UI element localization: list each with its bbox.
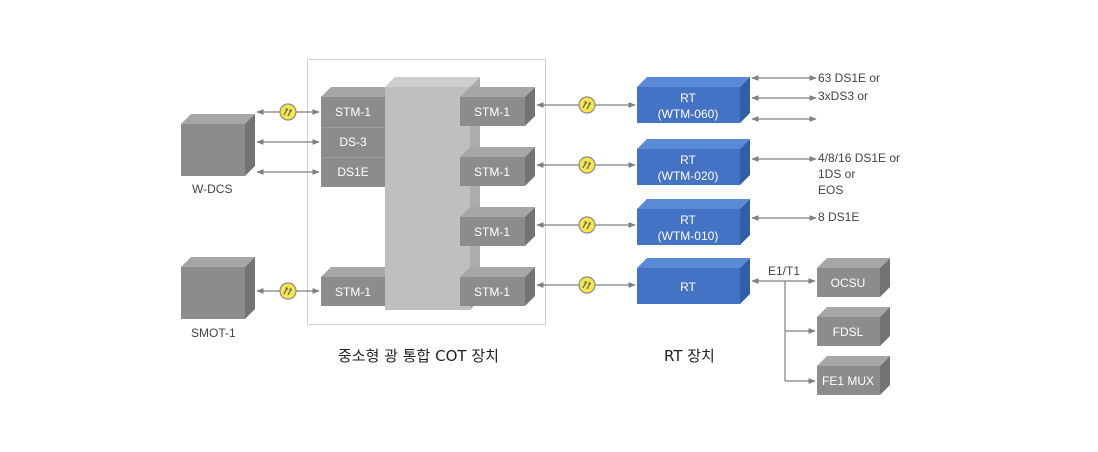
rt-unit-4-front — [637, 268, 740, 304]
wtm020-output-3: EOS — [818, 183, 844, 197]
rt-unit-3-side — [740, 199, 750, 245]
rt-unit-1-front — [637, 87, 740, 123]
cot-caption: 중소형 광 통합 COT 장치 — [338, 347, 499, 365]
rt-unit-3-model: (WTM-010) — [658, 229, 719, 243]
cot-left-port-4-top — [321, 267, 385, 277]
smot-1-device-side — [245, 257, 255, 319]
cot-right-port-2 — [460, 147, 535, 186]
wtm020-output-1: 4/8/16 DS1E or — [818, 151, 901, 165]
cot-right-port-2-top — [460, 147, 535, 157]
cot-core-side — [470, 77, 480, 310]
cot-right-port-4-front — [460, 277, 525, 306]
terminal-device-label-2: FDSL — [833, 325, 864, 339]
rt-caption: RT 장치 — [664, 347, 715, 365]
rt-unit-3 — [637, 199, 750, 245]
rt-unit-2-side — [740, 139, 750, 185]
cot-right-port-2-front — [460, 157, 525, 186]
cot-right-port-2-side — [525, 147, 535, 186]
cot-right-port-label-2: STM-1 — [474, 165, 510, 179]
cot-right-port-3 — [460, 207, 535, 246]
rt-unit-1-title: RT — [680, 91, 696, 105]
rt-unit-3-top — [637, 199, 750, 209]
optical-connector-icon — [279, 103, 297, 121]
cot-left-port-1 — [321, 97, 385, 127]
optical-connector-icon — [578, 216, 596, 234]
w-dcs-device — [181, 114, 255, 176]
cot-right-port-4-side — [525, 267, 535, 306]
cot-left-stack-top — [321, 87, 385, 97]
smot-1-device — [181, 257, 255, 319]
terminal-device-label-1: OCSU — [831, 276, 866, 290]
rt-unit-2-front — [637, 149, 740, 185]
e1t1-label: E1/T1 — [768, 264, 801, 278]
rt-unit-1 — [637, 77, 750, 123]
wtm060-output-1: 63 DS1E or — [818, 71, 881, 85]
optical-connector-icon — [578, 156, 596, 174]
rt-unit-1-top — [637, 77, 750, 87]
w-dcs-device-side — [245, 114, 255, 176]
rt-unit-4-title: RT — [680, 280, 696, 294]
cot-right-port-4 — [460, 267, 535, 306]
terminal-device-2 — [817, 307, 890, 346]
cot-left-port-label-3: DS1E — [337, 165, 368, 179]
cot-right-port-3-side — [525, 207, 535, 246]
wtm010-output: 8 DS1E — [818, 210, 860, 224]
terminal-device-3-top — [817, 356, 890, 366]
cot-left-port-3 — [321, 157, 385, 187]
cot-left-port-2 — [321, 127, 385, 157]
rt-unit-4 — [637, 258, 750, 304]
smot-1-label: SMOT-1 — [191, 326, 236, 340]
cot-core-top — [385, 77, 480, 87]
cot-core — [385, 77, 480, 310]
cot-right-port-1 — [460, 87, 535, 126]
terminal-device-1-front — [817, 268, 880, 297]
cot-right-port-1-top — [460, 87, 535, 97]
terminal-device-2-side — [880, 307, 890, 346]
terminal-device-3 — [817, 356, 890, 395]
rt-unit-2 — [637, 139, 750, 185]
cot-right-port-1-front — [460, 97, 525, 126]
cot-left-port-label-1: STM-1 — [335, 105, 371, 119]
rt-unit-2-title: RT — [680, 153, 696, 167]
w-dcs-device-front — [181, 124, 245, 176]
terminal-device-3-side — [880, 356, 890, 395]
w-dcs-label: W-DCS — [192, 182, 233, 196]
wtm020-output-2: 1DS or — [818, 167, 856, 181]
wtm060-output-2: 3xDS3 or — [818, 89, 869, 103]
optical-connector-icon — [578, 96, 596, 114]
smot-1-device-front — [181, 267, 245, 319]
rt-unit-3-front — [637, 209, 740, 245]
rt-unit-2-top — [637, 139, 750, 149]
terminal-device-label-3: FE1 MUX — [822, 374, 874, 388]
w-dcs-device-top — [181, 114, 255, 124]
cot-right-port-1-side — [525, 87, 535, 126]
cot-left-port-label-2: DS-3 — [339, 135, 367, 149]
cot-right-port-label-1: STM-1 — [474, 105, 510, 119]
cot-right-port-3-front — [460, 217, 525, 246]
terminal-device-1-side — [880, 258, 890, 297]
cot-left-port-4 — [321, 277, 385, 306]
rt-unit-4-side — [740, 258, 750, 304]
cot-frame — [307, 59, 546, 325]
cot-right-port-label-3: STM-1 — [474, 225, 510, 239]
optical-connector-icon — [279, 282, 297, 300]
terminal-device-2-front — [817, 317, 880, 346]
terminal-device-3-front — [817, 366, 880, 395]
terminal-device-1-top — [817, 258, 890, 268]
terminal-device-1 — [817, 258, 890, 297]
cot-core-front — [385, 87, 470, 310]
cot-right-port-label-4: STM-1 — [474, 285, 510, 299]
smot-1-device-top — [181, 257, 255, 267]
rt-unit-4-top — [637, 258, 750, 268]
rt-unit-3-title: RT — [680, 213, 696, 227]
terminal-device-2-top — [817, 307, 890, 317]
rt-unit-1-side — [740, 77, 750, 123]
rt-unit-1-model: (WTM-060) — [658, 107, 719, 121]
cot-right-port-3-top — [460, 207, 535, 217]
rt-unit-2-model: (WTM-020) — [658, 169, 719, 183]
optical-connector-icon — [578, 276, 596, 294]
cot-left-port-label-4: STM-1 — [335, 285, 371, 299]
cot-right-port-4-top — [460, 267, 535, 277]
